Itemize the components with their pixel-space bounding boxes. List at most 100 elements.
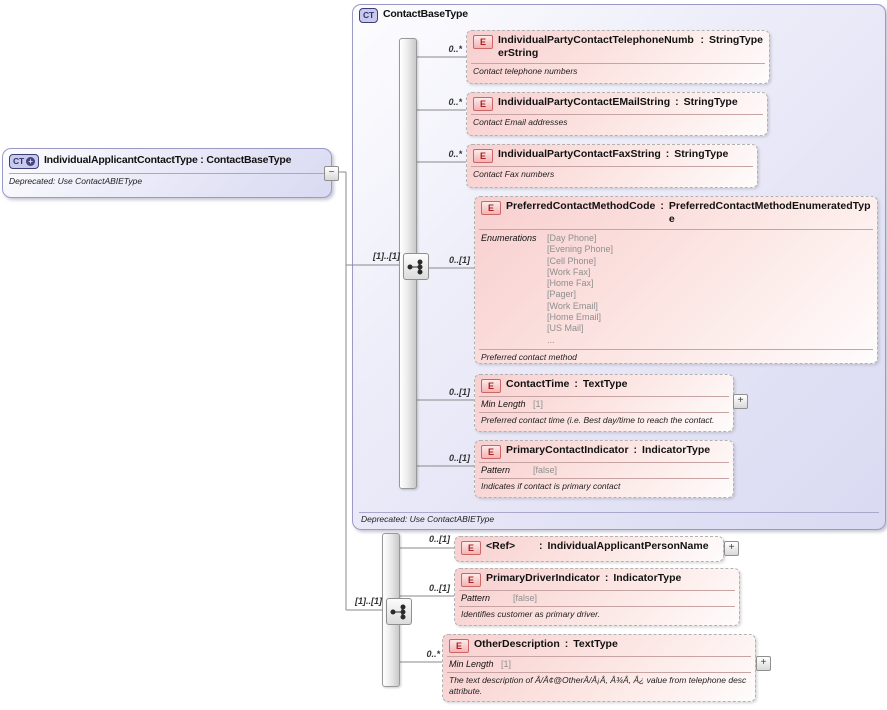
enum-value: [Cell Phone] [547,255,597,266]
enum-value: [Day Phone] [547,233,597,243]
element-type: IndicatorType [613,572,682,584]
roottype-title: IndividualApplicantContactType : Contact… [43,154,292,166]
enumerations-label: Enumerations [481,233,537,243]
divider [479,462,729,463]
enum-value: [Home Email] [547,312,602,323]
colon: : [564,638,569,650]
divider [479,396,729,397]
element-name: PrimaryDriverIndicator [486,572,600,584]
element-name: IndividualPartyContactTelephoneNumberStr… [498,34,694,59]
complextype-title: ContactBaseType [382,8,468,20]
divider [359,512,879,513]
expand-button-ref[interactable]: + [724,541,739,556]
element-email[interactable]: E IndividualPartyContactEMailString : St… [466,92,768,136]
element-icon: E [481,379,501,393]
element-primary-contact-indicator[interactable]: E PrimaryContactIndicator : IndicatorTyp… [474,440,734,498]
enum-value: [US Mail] [547,323,584,334]
expand-button-contact-time[interactable]: + [733,394,748,409]
cardinality-primary-contact: 0..[1] [448,453,470,463]
facet-row: Pattern [false] [455,591,739,605]
element-preferred-contact-method[interactable]: E PreferredContactMethodCode : Preferred… [474,196,878,364]
element-header: E PreferredContactMethodCode : Preferred… [475,197,877,228]
collapse-button[interactable]: − [324,166,339,181]
complextype-annotation: Deprecated: Use ContactABIEType [361,514,495,524]
facet-value: [1] [533,399,544,409]
colon: : [700,34,704,46]
divider [479,348,873,350]
divider [479,478,729,479]
divider [459,606,735,607]
facet-label: Min Length [449,659,494,669]
enum-value: [Work Fax] [547,266,591,277]
element-name: IndividualPartyContactFaxString [498,148,661,160]
element-type: StringType [708,34,763,46]
element-header: E IndividualPartyContactTelephoneNumberS… [467,31,769,62]
element-header: E IndividualPartyContactEMailString : St… [467,93,767,113]
facet-value: [false] [513,593,538,603]
roottype-box[interactable]: CT+ IndividualApplicantContactType : Con… [2,148,332,198]
colon: : [633,444,638,456]
element-primary-driver-indicator[interactable]: E PrimaryDriverIndicator : IndicatorType… [454,568,740,626]
element-fax[interactable]: E IndividualPartyContactFaxString : Stri… [466,144,758,188]
element-telephone[interactable]: E IndividualPartyContactTelephoneNumberS… [466,30,770,84]
cardinality-email: 0..* [448,97,462,107]
element-name: PrimaryContactIndicator [506,444,629,456]
element-contact-time[interactable]: E ContactTime : TextType Min Length [1] … [474,374,734,432]
element-header: E <Ref> : IndividualApplicantPersonName [455,537,723,557]
cardinality-fax: 0..* [448,149,462,159]
enum-value: [Work Email] [547,300,598,311]
facet-row: Min Length [1] [443,657,755,671]
element-other-description[interactable]: E OtherDescription : TextType Min Length… [442,634,756,702]
facet-value: [1] [501,659,512,669]
group-cardinality-top: [1]..[1] [373,251,400,261]
group-cardinality-bottom: [1]..[1] [355,596,382,606]
colon: : [675,96,679,108]
enum-value: [Home Fax] [547,278,594,289]
cardinality-telephone: 0..* [448,44,462,54]
roottype-header: CT+ IndividualApplicantContactType : Con… [3,149,331,171]
colon: : [574,378,578,390]
element-name: ContactTime [506,378,570,390]
enum-value: [Evening Phone] [547,244,614,255]
cardinality-ref: 0..[1] [428,534,450,544]
element-annotation: Contact Email addresses [473,117,568,127]
element-name: IndividualPartyContactEMailString [498,96,671,108]
element-icon: E [473,149,493,163]
element-type: TextType [573,638,618,650]
element-icon: E [473,97,493,111]
element-name: <Ref> [486,540,516,552]
cardinality-other-description: 0..* [426,649,440,659]
element-type: TextType [582,378,628,390]
sequence-icon-bottom[interactable] [386,598,412,625]
element-type: IndicatorType [642,444,711,456]
facet-label: Pattern [461,593,491,603]
element-type: PreferredContactMethodEnumeratedType [668,200,871,225]
element-header: E PrimaryDriverIndicator : IndicatorType [455,569,739,589]
enum-value: [Pager] [547,289,577,300]
divider [479,229,873,230]
element-annotation: Contact telephone numbers [473,66,578,76]
colon: : [539,540,543,552]
element-header: E PrimaryContactIndicator : IndicatorTyp… [475,441,733,461]
element-ref[interactable]: E <Ref> : IndividualApplicantPersonName [454,536,724,562]
element-icon: E [473,35,493,49]
element-type: IndividualApplicantPersonName [547,540,709,552]
element-annotation: Preferred contact method [481,351,577,362]
element-icon: E [481,201,501,215]
divider [479,412,729,413]
roottype-icon: CT+ [9,154,39,169]
divider [471,166,753,167]
divider [447,656,751,657]
colon: : [604,572,609,584]
element-name: PreferredContactMethodCode [506,200,656,212]
element-icon: E [461,573,481,587]
colon: : [665,148,670,160]
cardinality-contact-time: 0..[1] [448,387,470,397]
facet-row: Min Length [1] [475,397,733,411]
element-header: E ContactTime : TextType [475,375,733,395]
element-annotation: Preferred contact time (i.e. Best day/ti… [481,415,715,425]
sequence-icon-top[interactable] [403,253,429,280]
expand-button-other-description[interactable]: + [756,656,771,671]
